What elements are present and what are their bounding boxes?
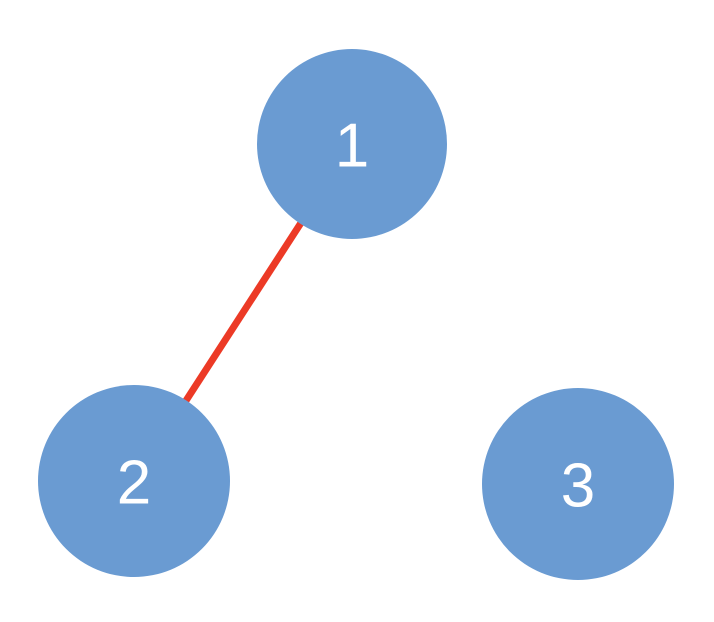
graph-node-3[interactable]: 3: [482, 388, 674, 580]
graph-node-2[interactable]: 2: [38, 385, 230, 577]
graph-node-label-1: 1: [335, 112, 369, 181]
graph-node-circle-1[interactable]: [257, 49, 447, 239]
graph-node-circle-2[interactable]: [38, 385, 230, 577]
node-layer: 1 2 3: [38, 49, 674, 580]
graph-node-label-3: 3: [561, 452, 595, 521]
graph-node-circle-3[interactable]: [482, 388, 674, 580]
graph-node-1[interactable]: 1: [257, 49, 447, 239]
graph-node-label-2: 2: [117, 449, 151, 518]
